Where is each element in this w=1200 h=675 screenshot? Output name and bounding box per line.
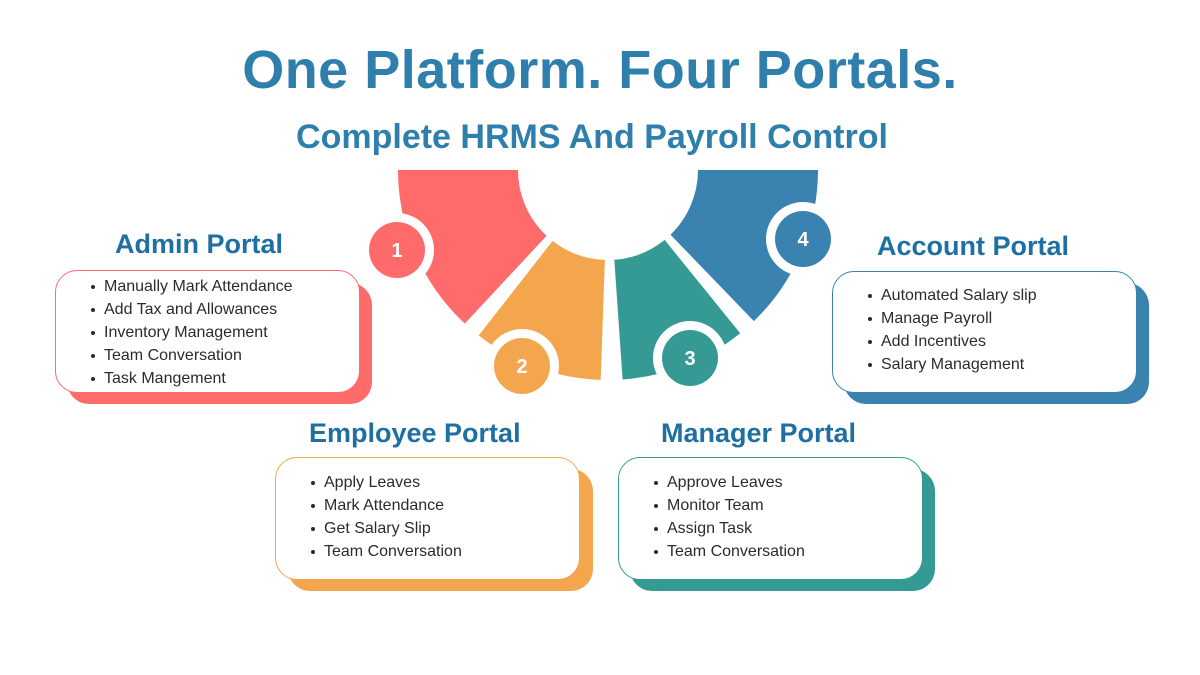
list-item: Task Mangement [56, 367, 351, 390]
badge-number-3: 3 [684, 348, 695, 370]
page-subtitle: Complete HRMS And Payroll Control [296, 118, 888, 156]
badge-2: 2 [485, 329, 559, 403]
list-item: Automated Salary slip [833, 284, 1128, 307]
list-item: Get Salary Slip [276, 517, 571, 540]
list-item: Manage Payroll [833, 307, 1128, 330]
list-item: Team Conversation [56, 344, 351, 367]
employee-card: Apply Leaves Mark Attendance Get Salary … [275, 457, 580, 580]
list-item: Apply Leaves [276, 471, 571, 494]
badge-4: 4 [766, 202, 840, 276]
manager-card: Approve Leaves Monitor Team Assign Task … [618, 457, 923, 580]
account-portal-title: Account Portal [877, 231, 1070, 261]
badge-number-4: 4 [797, 229, 809, 251]
employee-portal-title: Employee Portal [309, 418, 521, 448]
badge-1: 1 [360, 213, 434, 287]
account-card: Automated Salary slip Manage Payroll Add… [832, 271, 1137, 393]
list-item: Assign Task [619, 517, 914, 540]
list-item: Manually Mark Attendance [56, 275, 351, 298]
list-item: Team Conversation [276, 540, 571, 563]
list-item: Monitor Team [619, 494, 914, 517]
list-item: Add Incentives [833, 330, 1128, 353]
list-item: Approve Leaves [619, 471, 914, 494]
employee-feature-list: Apply Leaves Mark Attendance Get Salary … [276, 471, 571, 563]
badge-number-2: 2 [516, 356, 527, 378]
badge-3: 3 [653, 321, 727, 395]
list-item: Inventory Management [56, 321, 351, 344]
manager-portal-title: Manager Portal [661, 418, 857, 448]
admin-portal-title: Admin Portal [115, 229, 284, 259]
list-item: Add Tax and Allowances [56, 298, 351, 321]
badge-number-1: 1 [391, 240, 402, 262]
admin-card: Manually Mark Attendance Add Tax and All… [55, 270, 360, 393]
segment-admin [398, 170, 547, 324]
admin-feature-list: Manually Mark Attendance Add Tax and All… [56, 275, 351, 390]
list-item: Team Conversation [619, 540, 914, 563]
list-item: Mark Attendance [276, 494, 571, 517]
list-item: Salary Management [833, 353, 1128, 376]
account-feature-list: Automated Salary slip Manage Payroll Add… [833, 284, 1128, 376]
page-title: One Platform. Four Portals. [242, 40, 958, 100]
manager-feature-list: Approve Leaves Monitor Team Assign Task … [619, 471, 914, 563]
segment-account [670, 170, 818, 322]
